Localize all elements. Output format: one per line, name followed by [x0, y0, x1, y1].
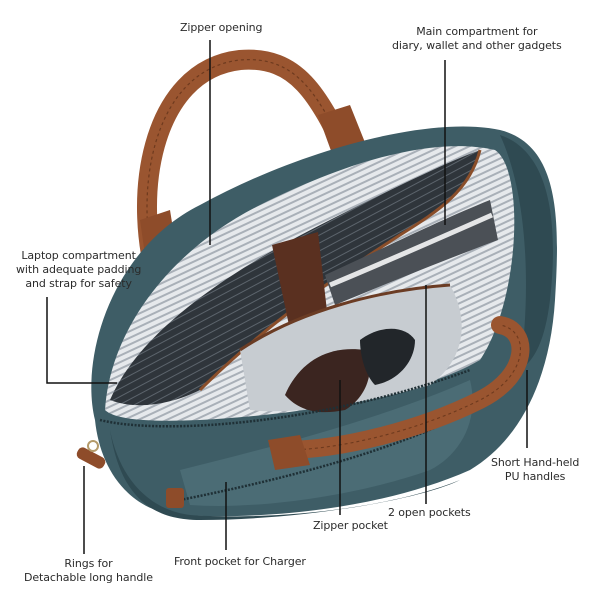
callout-text: PU handles: [504, 470, 566, 483]
callout-zipper-pocket: Zipper pocket: [313, 519, 388, 533]
callout-text: Detachable long handle: [24, 571, 153, 584]
leader-lines: [46, 40, 528, 554]
callout-laptop-compartment: Laptop compartment with adequate padding…: [16, 249, 141, 291]
callout-text: Front pocket for Charger: [174, 555, 306, 568]
callout-text: Rings for: [64, 557, 113, 570]
callout-front-pocket: Front pocket for Charger: [174, 555, 306, 569]
callout-text: and strap for safety: [25, 277, 132, 290]
callout-short-handles: Short Hand-held PU handles: [491, 456, 579, 484]
callout-text: diary, wallet and other gadgets: [392, 39, 562, 52]
callout-text: 2 open pockets: [388, 506, 471, 519]
callout-open-pockets: 2 open pockets: [388, 506, 471, 520]
front-handle: [268, 316, 530, 470]
callout-text: Zipper opening: [180, 21, 263, 34]
callout-text: Zipper pocket: [313, 519, 388, 532]
bag-interior: [99, 146, 515, 502]
leader-laptop-compartment: [46, 297, 117, 384]
callout-text: Main compartment for: [416, 25, 538, 38]
callout-main-compartment: Main compartment for diary, wallet and o…: [392, 25, 562, 53]
callout-text: Short Hand-held: [491, 456, 580, 469]
callout-text: Laptop compartment: [21, 249, 136, 262]
callout-rings: Rings for Detachable long handle: [24, 557, 153, 585]
callout-zipper-opening: Zipper opening: [180, 21, 263, 35]
ring-tab: [76, 440, 184, 508]
callout-text: with adequate padding: [16, 263, 142, 276]
